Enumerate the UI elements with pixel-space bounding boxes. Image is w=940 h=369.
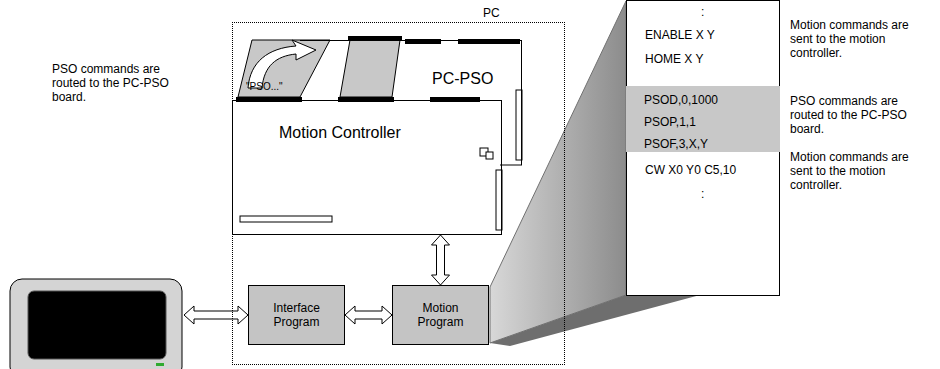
node-text: Motion Controller xyxy=(279,123,401,142)
node-text: PC xyxy=(483,6,500,20)
board-part xyxy=(486,152,493,159)
io-arrow xyxy=(184,306,248,324)
node-text: : xyxy=(701,187,704,201)
ribbon-cable xyxy=(238,40,330,97)
node-text: HOME X Y xyxy=(645,52,703,66)
zoom-wedge-bottom xyxy=(490,295,700,346)
connector-label: "PSO..." xyxy=(246,80,296,94)
ribbon-cable xyxy=(340,40,400,97)
pc-enclosure: PCPC-PSOMotion ControllerInterface Progr… xyxy=(232,22,565,365)
pso-command-band: PSOD,0,1000PSOP,1,1PSOF,3,X,Y xyxy=(626,86,780,152)
node-text: ENABLE X Y xyxy=(645,28,715,42)
power-led xyxy=(156,363,164,366)
data-flow-arrow xyxy=(432,235,450,285)
node-text: : xyxy=(701,5,704,19)
monitor-screen xyxy=(28,291,166,359)
zoom-wedge xyxy=(490,1,626,343)
program-box: Motion Program xyxy=(392,285,489,345)
note-text: Motion commands are sent to the motion c… xyxy=(790,18,930,60)
data-flow-arrow xyxy=(345,306,392,324)
node-text: Interface Program xyxy=(262,301,332,329)
board-slot xyxy=(240,216,332,222)
node-text: CW X0 Y0 C5,10 xyxy=(645,163,736,177)
note-text: Motion commands are sent to the motion c… xyxy=(790,150,930,192)
node-text: PSOP,1,1 xyxy=(644,115,696,129)
monitor-bezel xyxy=(10,279,182,369)
node-text: PSOD,0,1000 xyxy=(644,93,718,107)
controller-board: Motion Controller xyxy=(232,100,502,235)
ribbon-fold-arrow xyxy=(248,40,316,88)
code-listing: : ENABLE X Y HOME X Y CW X0 Y0 C5,10: PSOD,0… xyxy=(626,0,780,296)
note-text: PSO commands are routed to the PC-PSO bo… xyxy=(790,94,930,136)
node-text: PSOF,3,X,Y xyxy=(644,137,708,151)
node-text: Motion Program xyxy=(406,301,476,329)
program-box: Interface Program xyxy=(248,285,345,345)
node-text: PC-PSO xyxy=(432,69,493,88)
note-text: PSO commands are routed to the PC-PSO bo… xyxy=(52,62,174,104)
pso-board: PC-PSO xyxy=(300,40,522,165)
board-edge xyxy=(500,165,522,166)
